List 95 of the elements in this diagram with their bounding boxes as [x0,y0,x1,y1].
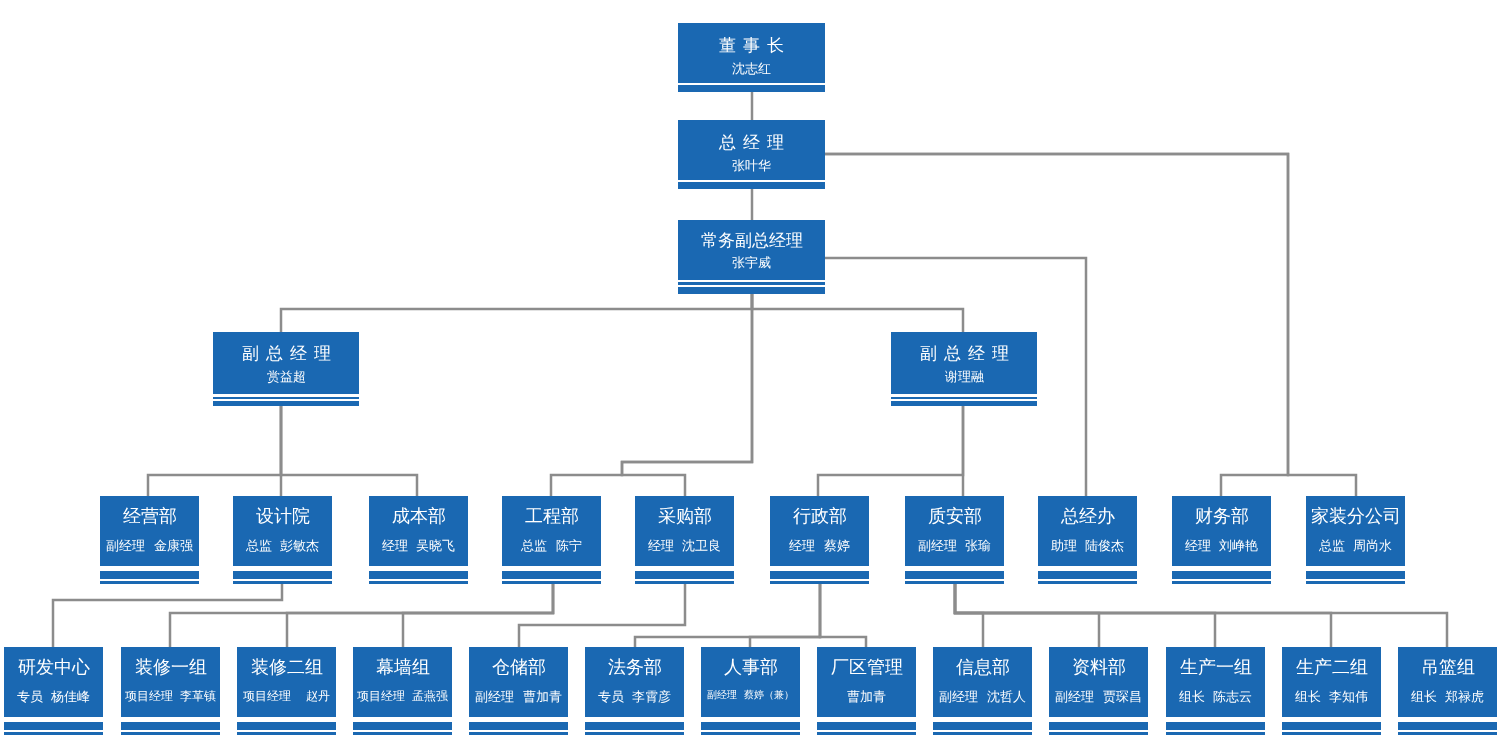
org-box [678,23,825,92]
person-name: 经理 刘峥艳 [1184,538,1259,554]
connector-line [51,584,284,647]
unit-title: 法务部 [607,656,662,678]
unit-title: 经营部 [122,505,177,527]
person-name: 谢理融 [944,369,984,385]
unit-title: 工程部 [524,505,579,527]
connector-line [620,294,754,496]
person-name: 副经理 蔡婷（兼） [707,689,794,701]
person-name: 曹加青 [847,689,886,705]
org-box [678,120,825,189]
org-box [353,647,452,735]
org-box [1398,647,1497,735]
person-name: 经理 蔡婷 [789,538,850,554]
person-name: 专员 杨佳峰 [16,689,91,705]
unit-title: 常务副总经理 [700,230,803,251]
org-box [1282,647,1381,735]
org-box [469,647,568,735]
org-box [891,332,1037,406]
unit-title: 总经理 [718,132,791,153]
person-name: 副经理 沈哲人 [939,689,1026,705]
unit-title: 财务部 [1194,505,1249,527]
unit-title: 研发中心 [17,656,90,678]
unit-title: 董事长 [718,35,791,56]
org-box [817,647,916,735]
unit-title: 信息部 [955,656,1010,678]
unit-title: 采购部 [657,505,712,527]
person-name: 总监 周尚水 [1318,538,1393,554]
org-box [701,647,800,735]
org-box [678,220,825,294]
org-box [1166,647,1265,735]
person-name: 助理 陆俊杰 [1050,538,1125,554]
org-box [1049,647,1148,735]
person-name: 组长 李知伟 [1294,689,1369,705]
unit-title: 幕墙组 [375,656,430,678]
unit-title: 吊篮组 [1420,656,1475,678]
connector-line [517,584,687,647]
unit-title: 家装分公司 [1310,505,1401,527]
org-box [585,647,684,735]
org-box [1172,496,1271,584]
person-name: 专员 李霄彦 [597,689,672,705]
org-box [369,496,468,584]
unit-title: 副总经理 [918,343,1016,364]
org-box [933,647,1032,735]
org-box [121,647,220,735]
connector-line [750,92,754,120]
unit-title: 厂区管理 [830,656,903,678]
unit-title: 装修二组 [250,656,323,678]
org-box [1038,496,1137,584]
org-box [502,496,601,584]
unit-title: 装修一组 [134,656,207,678]
person-name: 副经理 贾琛昌 [1055,689,1142,705]
unit-title: 资料部 [1071,656,1126,678]
person-name: 项目经理 孟燕强 [356,689,449,704]
connector-line [750,189,754,220]
connector-line [818,584,868,647]
org-box [213,332,359,406]
connector-line [961,406,965,496]
org-box [237,647,336,735]
connector-line [825,256,1088,496]
person-name: 副经理 金康强 [106,538,193,554]
person-name: 项目经理 李革镇 [124,689,217,704]
unit-title: 生产一组 [1179,656,1252,678]
person-name: 项目经理 赵丹 [242,689,331,704]
person-name: 经理 吴晓飞 [381,538,456,554]
person-name: 张宇威 [732,255,771,271]
unit-title: 仓储部 [491,656,546,678]
unit-title: 人事部 [723,656,778,678]
person-name: 张叶华 [732,158,771,174]
org-box [4,647,103,735]
unit-title: 行政部 [792,505,847,527]
person-name: 经理 沈卫良 [647,538,722,554]
person-name: 沈志红 [732,61,771,77]
person-name: 总监 彭敏杰 [245,538,320,554]
person-name: 副经理 曹加青 [475,689,562,705]
person-name: 组长 郑禄虎 [1410,689,1485,705]
person-name: 赏益超 [266,369,306,385]
org-box [635,496,734,584]
person-name: 组长 陈志云 [1178,689,1253,705]
person-name: 总监 陈宁 [521,538,582,554]
unit-title: 设计院 [255,505,310,527]
org-box [770,496,869,584]
org-box [100,496,199,584]
connector-line [279,406,419,496]
person-name: 副经理 张瑜 [917,538,992,554]
connector-line [953,584,1449,647]
unit-title: 成本部 [391,505,446,527]
unit-title: 质安部 [927,505,982,527]
unit-title: 总经办 [1060,505,1115,527]
org-box [1306,496,1405,584]
unit-title: 副总经理 [240,343,338,364]
connector-line [401,584,555,647]
unit-title: 生产二组 [1295,656,1368,678]
org-box [233,496,332,584]
org-box [905,496,1004,584]
